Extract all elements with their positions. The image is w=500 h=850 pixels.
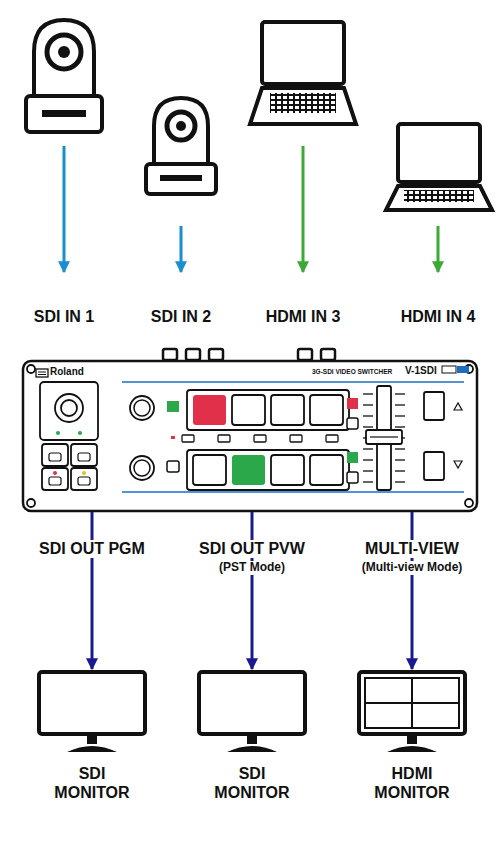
monitor-caption-holder: HDMI MONITOR bbox=[357, 670, 467, 802]
input-arrows bbox=[64, 146, 438, 272]
ptz-camera bbox=[26, 20, 102, 132]
output-arrow bbox=[91, 512, 94, 669]
ptz-camera bbox=[146, 98, 216, 194]
monitor-outline bbox=[197, 670, 307, 756]
monitor-caption: HDMI MONITOR bbox=[366, 764, 458, 802]
video-switcher: Roland 3G-SDI VIDEO SWITCHER V-1SDI bbox=[22, 360, 478, 512]
monitor: SDI MONITOR bbox=[37, 670, 147, 805]
brand-logo: Roland bbox=[50, 366, 84, 377]
monitor: SDI MONITOR bbox=[197, 670, 307, 805]
signal-label: MULTI-VIEW bbox=[362, 540, 462, 558]
monitor-caption-holder: SDI MONITOR bbox=[37, 670, 147, 802]
laptop bbox=[250, 22, 356, 124]
laptop bbox=[386, 124, 492, 210]
multiview-outline bbox=[357, 670, 467, 756]
signal-label: (PST Mode) bbox=[216, 561, 288, 575]
product-line: 3G-SDI VIDEO SWITCHER bbox=[312, 368, 392, 375]
model-name: V-1SDI bbox=[405, 365, 437, 376]
signal-label: HDMI IN 4 bbox=[398, 308, 479, 326]
signal-label: (Multi-view Mode) bbox=[359, 561, 466, 575]
signal-label: SDI IN 2 bbox=[148, 308, 214, 326]
monitor: HDMI MONITOR bbox=[357, 670, 467, 805]
signal-label: SDI OUT PVW bbox=[196, 540, 308, 558]
monitor-caption: SDI MONITOR bbox=[46, 764, 138, 802]
switcher-outline bbox=[22, 360, 478, 512]
connector-tabs bbox=[163, 349, 335, 360]
output-arrow bbox=[251, 512, 254, 669]
signal-label: SDI OUT PGM bbox=[36, 540, 148, 558]
monitor-outline bbox=[37, 670, 147, 756]
monitor-caption-holder: SDI MONITOR bbox=[197, 670, 307, 802]
signal-label: HDMI IN 3 bbox=[263, 308, 344, 326]
signal-label: SDI IN 1 bbox=[31, 308, 97, 326]
output-arrow bbox=[411, 512, 414, 669]
monitor-caption: SDI MONITOR bbox=[206, 764, 298, 802]
